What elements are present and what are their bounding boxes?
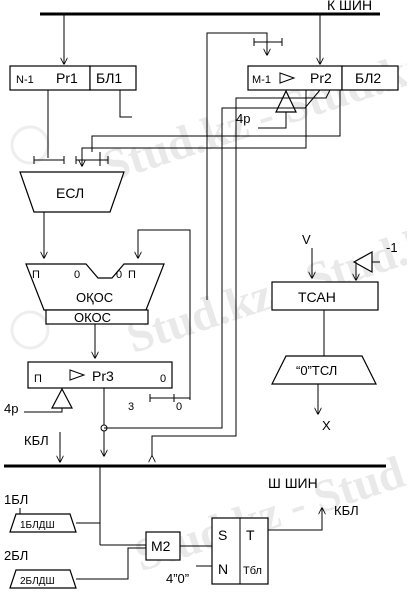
- bottom-bus: Ш ШИН: [4, 464, 386, 491]
- bl1-box-label: 1БЛДШ: [20, 520, 55, 531]
- esl-label: ЕСЛ: [56, 185, 84, 201]
- bl1-label: 1БЛ: [4, 492, 28, 507]
- top-bus-label: К ШИН: [327, 0, 372, 13]
- alu-in-right: П: [128, 269, 136, 281]
- bl2-label: 2БЛ: [4, 548, 28, 563]
- pr1-index: N-1: [16, 74, 34, 86]
- alu-top-label: ОҚОС: [76, 290, 113, 305]
- top-bus: К ШИН: [40, 0, 380, 16]
- inverter-triangle-icon: [352, 250, 373, 274]
- clock-edge-icon: [69, 369, 86, 381]
- alu-in-right-zero: 0: [116, 269, 122, 281]
- pr2-index: M-1: [252, 74, 271, 86]
- four-zero-label: 4”0”: [166, 571, 189, 586]
- kbl-out-label: КБЛ: [334, 503, 359, 518]
- shift-triangle-icon: [51, 387, 73, 409]
- gate-right: 0: [176, 401, 182, 413]
- pr1-name: Pr1: [56, 70, 78, 86]
- alu-block: П 0 0 П ОҚОС ОКОС: [25, 229, 191, 400]
- trigger-n: N: [218, 561, 228, 577]
- alu-in-left: П: [32, 269, 40, 281]
- pr2-name: Pr2: [310, 70, 332, 86]
- esl-inputs: [33, 90, 341, 166]
- alu-in-left-zero: 0: [74, 269, 80, 281]
- mux-label: M2: [151, 538, 171, 554]
- counter-minus1: -1: [386, 240, 398, 255]
- pr3-name: Pr3: [92, 368, 114, 384]
- zero-detector-label: “0”ТСЛ: [296, 363, 337, 378]
- pr3-shift: 4р: [4, 401, 18, 416]
- counter-out: X: [322, 418, 331, 433]
- counter-name: ТСАН: [298, 289, 336, 305]
- trigger-s: S: [218, 527, 227, 543]
- kbl-input: КБЛ: [24, 432, 60, 462]
- kbl-in-label: КБЛ: [24, 433, 49, 448]
- trigger-tbl: Tбл: [243, 565, 262, 577]
- esl-block: ЕСЛ: [19, 171, 125, 258]
- pr2-shift: 4р: [236, 111, 250, 126]
- clock-edge-icon: [279, 72, 296, 84]
- alu-bottom-label: ОКОС: [74, 310, 111, 325]
- register-pr3: П Pr3 0 4р 3 0: [4, 89, 331, 456]
- register-pr1: N-1 Pr1 БЛ1: [9, 14, 137, 118]
- bl2-box-label: 2БЛДШ: [20, 576, 55, 587]
- bottom-bus-label: Ш ШИН: [268, 475, 318, 491]
- watermark-logo-icon: [10, 125, 50, 165]
- gate-left: 3: [128, 401, 134, 413]
- pr3-right: 0: [160, 373, 166, 385]
- trigger-t: T: [246, 527, 255, 543]
- counter-v: V: [302, 232, 311, 247]
- lower-section: 1БЛ 1БЛДШ 2БЛ 2БЛДШ M2 S T N Tбл 4”0” КБ…: [4, 466, 359, 589]
- counter-block: V -1 ТСАН “0”ТСЛ X: [271, 232, 398, 433]
- register-pr2: M-1 Pr2 БЛ2 4р: [206, 14, 399, 300]
- watermark-text: Stud.kz - Stud.kz: [97, 39, 407, 192]
- watermark-logo-icon: [10, 310, 50, 350]
- pr1-bl: БЛ1: [96, 70, 122, 86]
- pr3-left: П: [34, 373, 42, 385]
- pr2-bl: БЛ2: [355, 70, 381, 86]
